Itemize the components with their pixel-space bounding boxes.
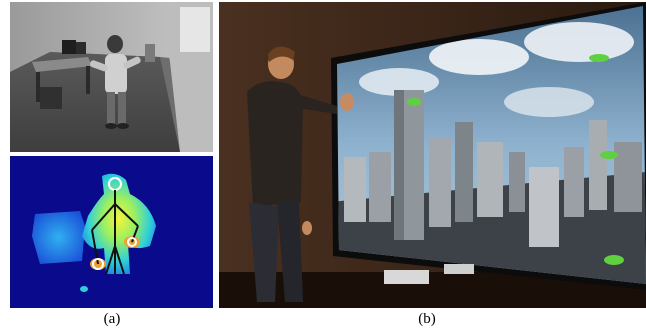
skeleton-overlay xyxy=(91,177,139,275)
camera-view-photo xyxy=(10,2,213,152)
large-display-illustration xyxy=(219,2,646,308)
camera-view-illustration xyxy=(10,2,213,152)
caption-b: (b) xyxy=(418,311,436,327)
caption-a: (a) xyxy=(103,311,121,327)
depth-map-illustration xyxy=(10,156,213,308)
large-display-photo xyxy=(219,2,646,308)
person-figure xyxy=(247,46,354,302)
depth-map-image xyxy=(10,156,213,308)
